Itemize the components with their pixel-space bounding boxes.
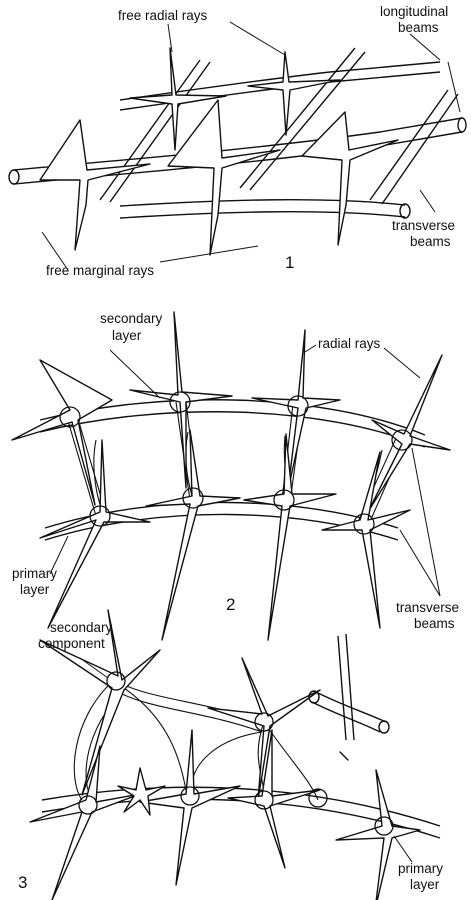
label-secondary-component: component <box>38 636 105 651</box>
figure-2: secondary layer radial rays primary laye… <box>12 311 459 640</box>
detached-tetraxon <box>309 634 389 740</box>
label-secondary: secondary <box>100 311 163 326</box>
label-primary: primary <box>12 566 57 581</box>
label-secondary-layer: layer <box>112 328 142 343</box>
label-longitudinal: longitudinal <box>380 4 448 19</box>
radial-rays-2 <box>12 312 450 640</box>
figure-3: secondary component primary layer 3 <box>18 610 443 900</box>
junction-nodes-2 <box>60 392 412 534</box>
label-radial-rays: radial rays <box>318 336 381 351</box>
label-transverse-beams: beams <box>410 234 451 249</box>
label-free-marginal-rays: free marginal rays <box>46 263 154 278</box>
label-primary-3: primary <box>398 861 443 876</box>
label-beams-top: beams <box>398 20 439 35</box>
label-primary-layer-3: layer <box>410 877 440 892</box>
radial-rays <box>40 48 398 255</box>
figure-number-3: 3 <box>18 873 27 892</box>
transverse-beams <box>100 48 458 218</box>
label-transverse: transverse <box>392 218 455 233</box>
figure-number-2: 2 <box>226 595 235 614</box>
figure-number-1: 1 <box>285 253 294 272</box>
label-free-radial-rays: free radial rays <box>118 8 208 23</box>
figure-1: free radial rays longitudinal beams tran… <box>9 4 466 278</box>
label-transverse-2: transverse <box>396 600 459 615</box>
label-secondary-3: secondary <box>50 620 113 635</box>
label-primary-layer: layer <box>20 582 50 597</box>
label-transverse-beams-2: beams <box>414 616 455 631</box>
layer-connectors <box>66 402 405 526</box>
small-star-spicule <box>118 768 165 815</box>
